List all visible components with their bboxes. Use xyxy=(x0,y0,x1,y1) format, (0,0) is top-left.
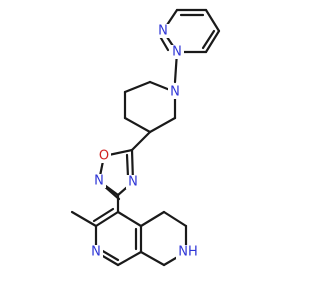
bond xyxy=(123,80,152,94)
bond xyxy=(204,8,221,33)
bond xyxy=(162,210,188,228)
atom-label-tetrahydro-nh: NH xyxy=(176,245,200,260)
bond xyxy=(99,248,120,262)
molecule-structure-diagram: N N N O N N N NH xyxy=(70,8,221,267)
atom-label-oxadiazole-n4: N xyxy=(126,175,140,190)
atom-text: NH xyxy=(178,245,198,260)
atom-text: N xyxy=(170,85,180,100)
bond xyxy=(204,29,221,54)
atom-text: O xyxy=(99,149,109,164)
bond xyxy=(139,210,166,228)
bond xyxy=(148,116,177,134)
methyl-bond xyxy=(70,210,98,228)
bond xyxy=(116,210,143,228)
pyridine-ring xyxy=(92,207,143,267)
atom-label-piperidine-n: N xyxy=(168,85,182,100)
bond xyxy=(130,130,152,152)
atom-label-pyrimidine-n1: N xyxy=(156,24,170,39)
bond xyxy=(139,250,166,267)
atom-label-pyrimidine-n3: N xyxy=(170,45,184,60)
atom-label-naphthyridine-n: N xyxy=(89,245,103,260)
atom-text: N xyxy=(94,174,104,189)
piperidine-ring xyxy=(123,80,177,134)
atom-text: N xyxy=(158,24,168,39)
bond xyxy=(116,250,143,267)
atom-text: N xyxy=(172,45,182,60)
atom-text: N xyxy=(91,245,101,260)
bond xyxy=(94,210,120,228)
atom-text: N xyxy=(128,175,138,190)
bond xyxy=(125,153,130,179)
atom-label-oxadiazole-n2: N xyxy=(92,174,106,189)
bond xyxy=(123,116,152,134)
bond xyxy=(92,207,115,223)
bond xyxy=(201,29,216,50)
atom-label-oxadiazole-o: O xyxy=(97,149,111,164)
